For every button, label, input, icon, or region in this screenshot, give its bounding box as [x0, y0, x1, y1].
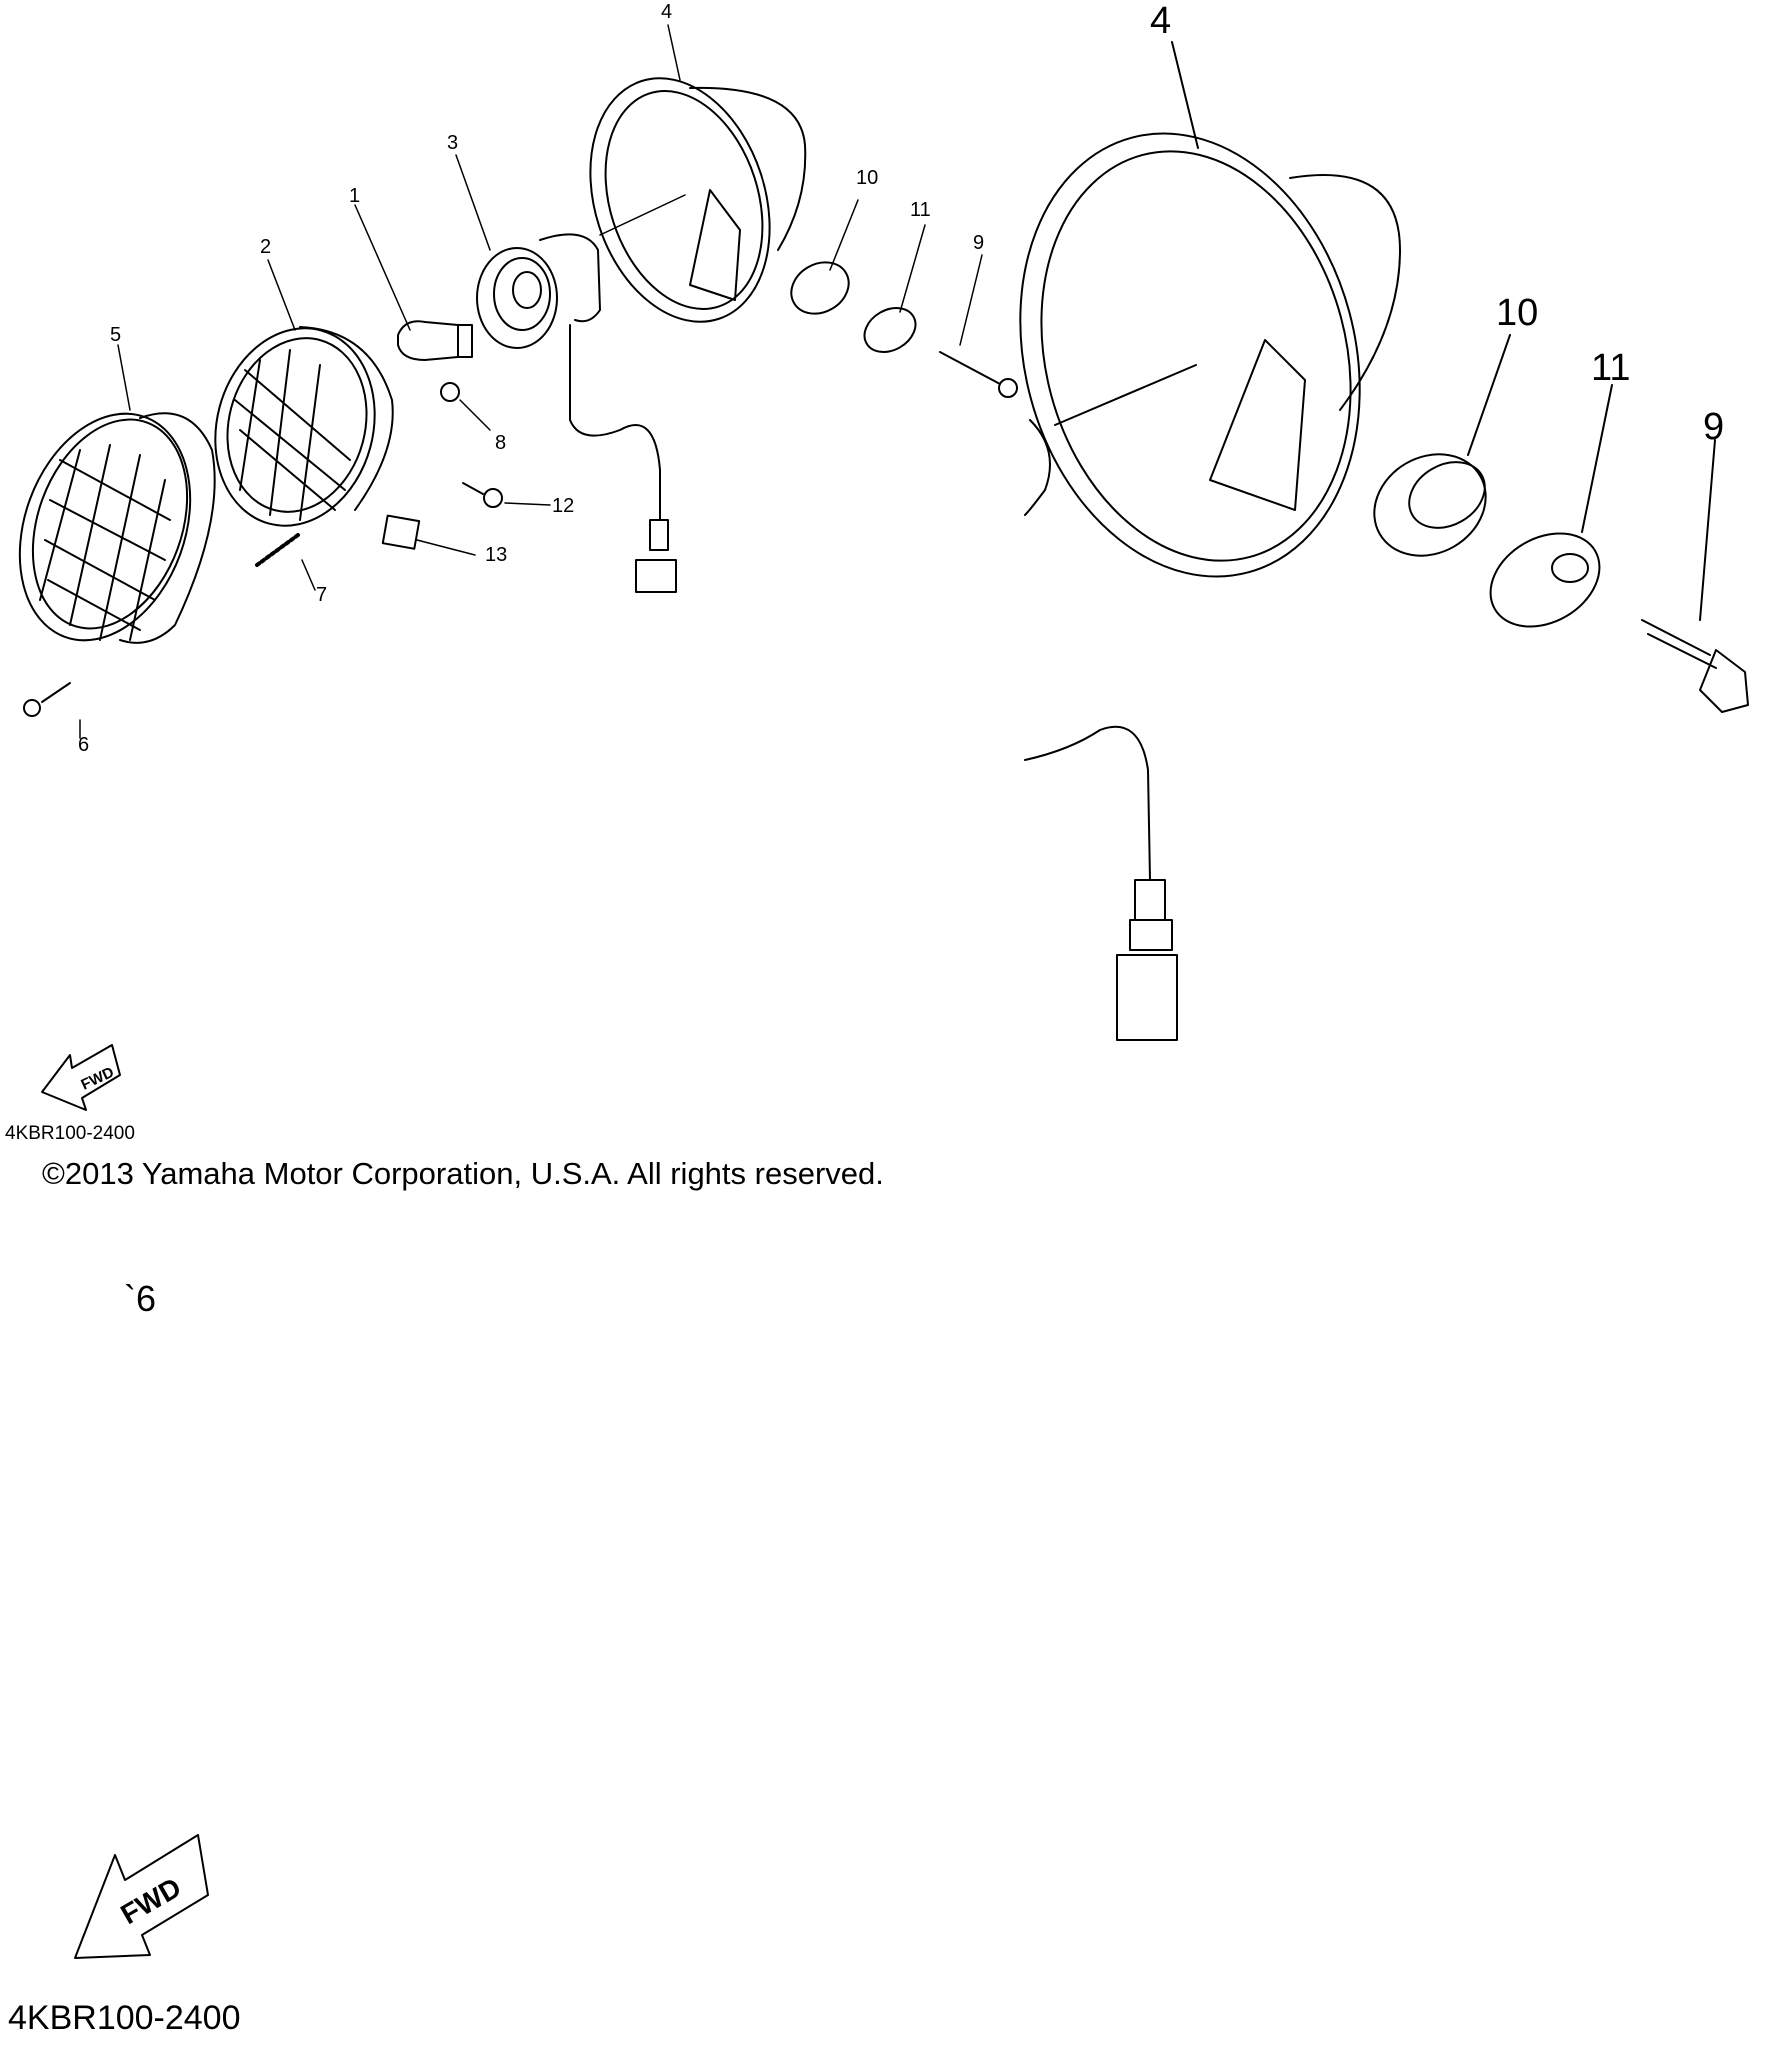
callout-10-large: 10 — [1496, 292, 1539, 334]
part-12-screw — [462, 482, 503, 508]
callout-12-small: 12 — [552, 495, 575, 517]
callout-2-small: 2 — [260, 236, 272, 258]
part-11-cap-large — [1489, 532, 1601, 628]
callout-11-large: 11 — [1591, 347, 1631, 389]
stray-mark: `6 — [124, 1278, 157, 1319]
part-2-headlight-lens-unit — [214, 326, 394, 527]
callout-7-small: 7 — [316, 584, 328, 606]
callout-3-small: 3 — [447, 132, 459, 154]
small-leader-lines — [79, 24, 983, 739]
part-9-bolt-small — [939, 351, 1018, 398]
large-leader-lines — [1054, 41, 1716, 621]
part-6-screw — [23, 682, 71, 717]
callout-9-small: 9 — [973, 232, 985, 254]
broken-wire-start — [1024, 419, 1051, 516]
part-7-spring — [255, 533, 300, 567]
part-1-bulb — [397, 320, 473, 361]
part-4-housing-small — [589, 77, 807, 323]
diagram-code-small: 4KBR100-2400 — [5, 1123, 135, 1144]
large-wire-harness — [1024, 725, 1178, 1041]
callout-11-small: 11 — [910, 199, 931, 221]
callout-5-small: 5 — [110, 324, 122, 346]
part-11-cap-small — [863, 307, 917, 353]
part-8-nut — [440, 382, 460, 402]
part-10-grommet-large — [1373, 453, 1487, 557]
callout-6-small: 6 — [78, 734, 90, 756]
part-3-socket — [476, 233, 601, 349]
part-5-headlight-guard — [18, 412, 216, 644]
diagram-code-large: 4KBR100-2400 — [8, 1999, 241, 2037]
callout-9-large: 9 — [1703, 406, 1725, 448]
part-9-bolt-large — [1641, 619, 1749, 713]
callout-8-small: 8 — [495, 432, 507, 454]
part-4-housing-large — [1019, 132, 1401, 578]
part-10-grommet-small — [790, 261, 850, 315]
callout-4-small: 4 — [661, 1, 673, 23]
callout-4-large: 4 — [1150, 0, 1172, 42]
small-wire-harness — [569, 324, 677, 593]
callout-1-small: 1 — [349, 185, 361, 207]
callout-13-small: 13 — [485, 544, 508, 566]
part-13-clip — [381, 514, 421, 550]
fwd-arrow-icon: FWD — [41, 1044, 121, 1111]
copyright-notice: ©2013 Yamaha Motor Corporation, U.S.A. A… — [42, 1156, 884, 1191]
fwd-arrow-icon: FWD — [74, 1834, 209, 1959]
callout-10-small: 10 — [856, 167, 879, 189]
